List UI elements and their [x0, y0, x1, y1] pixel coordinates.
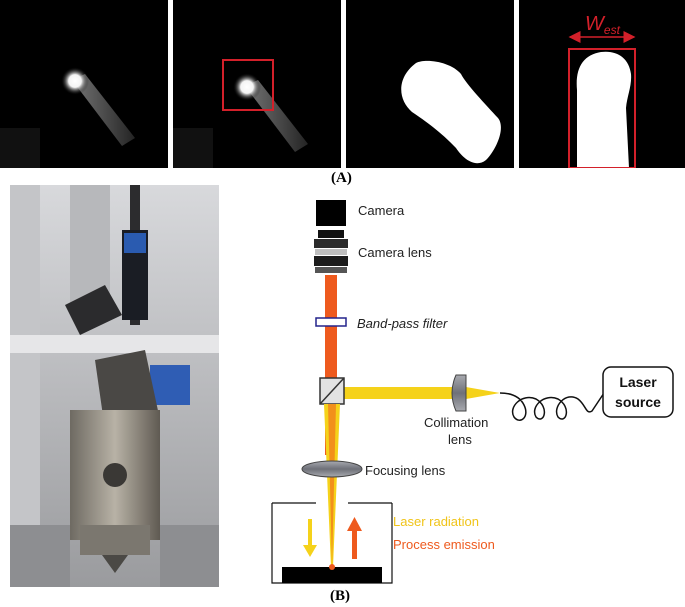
beam-splitter-icon — [319, 377, 345, 405]
binary-melt-pool-mask — [401, 60, 501, 164]
process-emission-label: Process emission — [393, 537, 495, 552]
processing-head-photo — [10, 185, 219, 587]
width-estimation-panel: West — [519, 0, 685, 168]
collimation-lens-label-line1: Collimation — [424, 415, 489, 430]
collimation-lens-label-line2: lens — [448, 432, 472, 447]
raw-melt-pool-image — [0, 67, 135, 168]
width-estimation-image: West — [568, 13, 636, 168]
laser-beam-horizontal — [344, 387, 456, 399]
laser-source-label-line1: Laser — [619, 374, 657, 390]
emission-core — [328, 404, 336, 567]
roi-melt-pool-image — [173, 59, 308, 168]
caption-a: (A) — [331, 170, 352, 186]
camera-icon — [316, 200, 346, 226]
raw-image-panel — [0, 0, 168, 168]
focusing-lens-label: Focusing lens — [365, 463, 446, 478]
process-emission-arrow — [347, 517, 362, 559]
roi-image-panel — [173, 0, 341, 168]
laser-source-box — [602, 366, 674, 418]
width-bounding-box — [568, 48, 636, 168]
width-label: West — [585, 13, 621, 37]
camera-label: Camera — [358, 203, 405, 218]
band-pass-filter-icon — [315, 317, 347, 327]
optical-setup-schematic: Laser source — [271, 200, 674, 584]
caption-b: (B) — [330, 588, 350, 604]
roi-box — [222, 59, 274, 111]
binary-mask-panel — [346, 0, 514, 168]
laser-source-label-line2: source — [615, 394, 661, 410]
collimated-beam-cone — [466, 387, 500, 399]
collimation-lens-icon — [451, 374, 467, 412]
band-pass-filter-label: Band-pass filter — [357, 316, 448, 331]
camera-lens-icon — [314, 230, 348, 273]
workpiece — [282, 567, 382, 583]
laser-radiation-label: Laser radiation — [393, 514, 479, 529]
camera-lens-label: Camera lens — [358, 245, 432, 260]
melt-spot — [329, 564, 335, 570]
optical-fiber-icon — [499, 392, 605, 421]
laser-radiation-arrow — [303, 519, 317, 557]
focusing-lens-icon — [301, 460, 363, 478]
